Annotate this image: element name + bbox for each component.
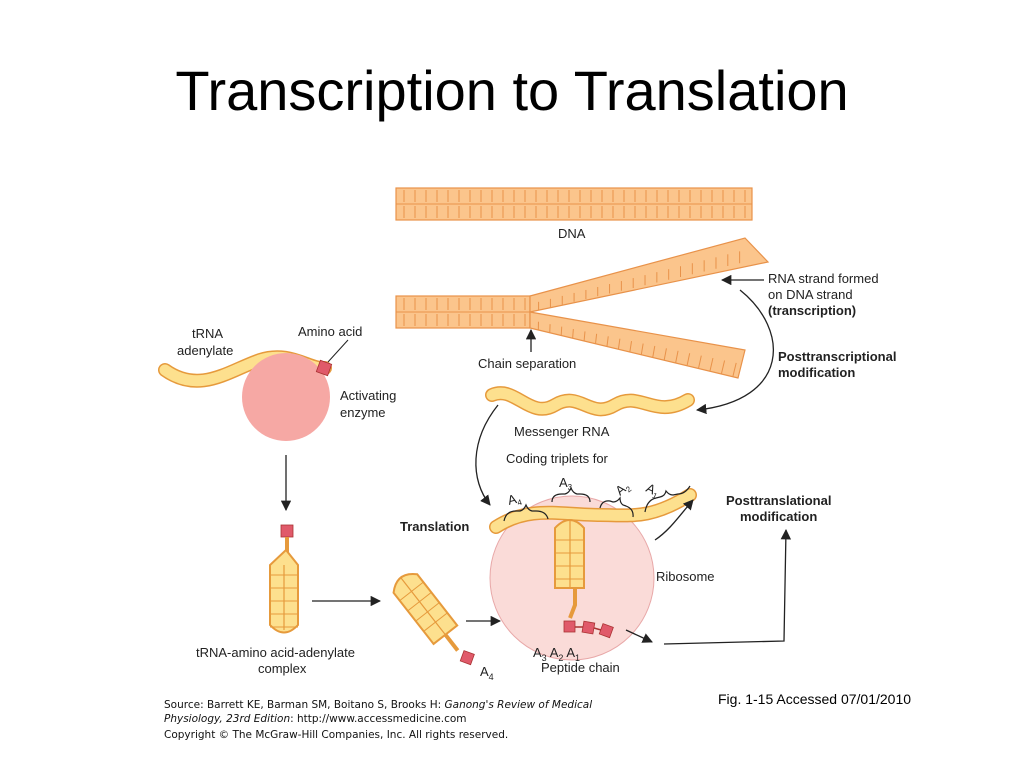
- a4-bottom-label: A4: [480, 664, 494, 682]
- codon-a1-label: A1: [643, 480, 663, 501]
- posttranscriptional-label-1: Posttranscriptional: [778, 349, 896, 364]
- dna-double-strand: [395, 187, 753, 221]
- activating-label-1: Activating: [340, 388, 396, 403]
- posttranscriptional-label-2: modification: [778, 365, 855, 380]
- dna-separating-strands: [395, 237, 770, 379]
- dna-label: DNA: [558, 226, 586, 241]
- source-citation: Source: Barrett KE, Barman SM, Boitano S…: [164, 698, 592, 726]
- peptide-chain: [563, 620, 614, 639]
- codon-a2-label: A2: [612, 478, 633, 500]
- posttranscriptional-arrow: [695, 289, 774, 415]
- ribosome-label: Ribosome: [656, 569, 715, 584]
- translation-label: Translation: [400, 519, 469, 534]
- amino-acid-label: Amino acid: [298, 324, 362, 339]
- trna-label-2: adenylate: [177, 343, 233, 358]
- rna-strand-label-2: on DNA strand: [768, 287, 853, 302]
- activating-enzyme: [242, 353, 330, 441]
- tilted-trna: [392, 572, 460, 652]
- amino-acid-pointer: [327, 339, 349, 363]
- posttranslational-arrow: [663, 528, 792, 645]
- complex-label-1: tRNA-amino acid-adenylate: [196, 645, 355, 660]
- complex-label-2: complex: [258, 661, 307, 676]
- rna-strand-label-1: RNA strand formed: [768, 271, 879, 286]
- messenger-rna-label: Messenger RNA: [514, 424, 610, 439]
- trna-label-1: tRNA: [192, 326, 223, 341]
- posttranslational-label-1: Posttranslational: [726, 493, 831, 508]
- ribosome-trna: [554, 519, 585, 619]
- chain-separation-label: Chain separation: [478, 356, 576, 371]
- coding-triplets-label: Coding triplets for: [506, 451, 609, 466]
- peptide-out-arrow: [625, 629, 653, 643]
- codon-a4-label: A4: [506, 490, 524, 510]
- source-edition: Physiology, 23rd Edition: [164, 713, 291, 725]
- source-book-title: Ganong's Review of Medical: [444, 699, 593, 711]
- slide-title: Transcription to Translation: [175, 59, 849, 122]
- figure-caption: Fig. 1-15 Accessed 07/01/2010: [718, 691, 912, 707]
- tilted-trna-amino-acid: [459, 650, 475, 666]
- peptide-chain-label: Peptide chain: [541, 660, 620, 675]
- source-prefix: Source: Barrett KE, Barman SM, Boitano S…: [164, 699, 445, 711]
- codon-braces: [503, 485, 691, 522]
- trna-complex: [269, 524, 299, 634]
- messenger-rna: [485, 386, 695, 417]
- activating-label-2: enzyme: [340, 405, 386, 420]
- rna-strand-label-3: (transcription): [768, 303, 856, 318]
- ribosome-mrna: [489, 488, 697, 534]
- source-url: : http://www.accessmedicine.com: [290, 713, 467, 725]
- amino-acid-square: [315, 359, 333, 377]
- mrna-exit-arrow: [654, 499, 694, 541]
- posttranslational-label-2: modification: [740, 509, 817, 524]
- codon-a3-label: A3: [559, 475, 573, 492]
- mrna-to-ribosome-arrow: [475, 404, 499, 506]
- copyright-notice: Copyright © The McGraw-Hill Companies, I…: [164, 729, 509, 741]
